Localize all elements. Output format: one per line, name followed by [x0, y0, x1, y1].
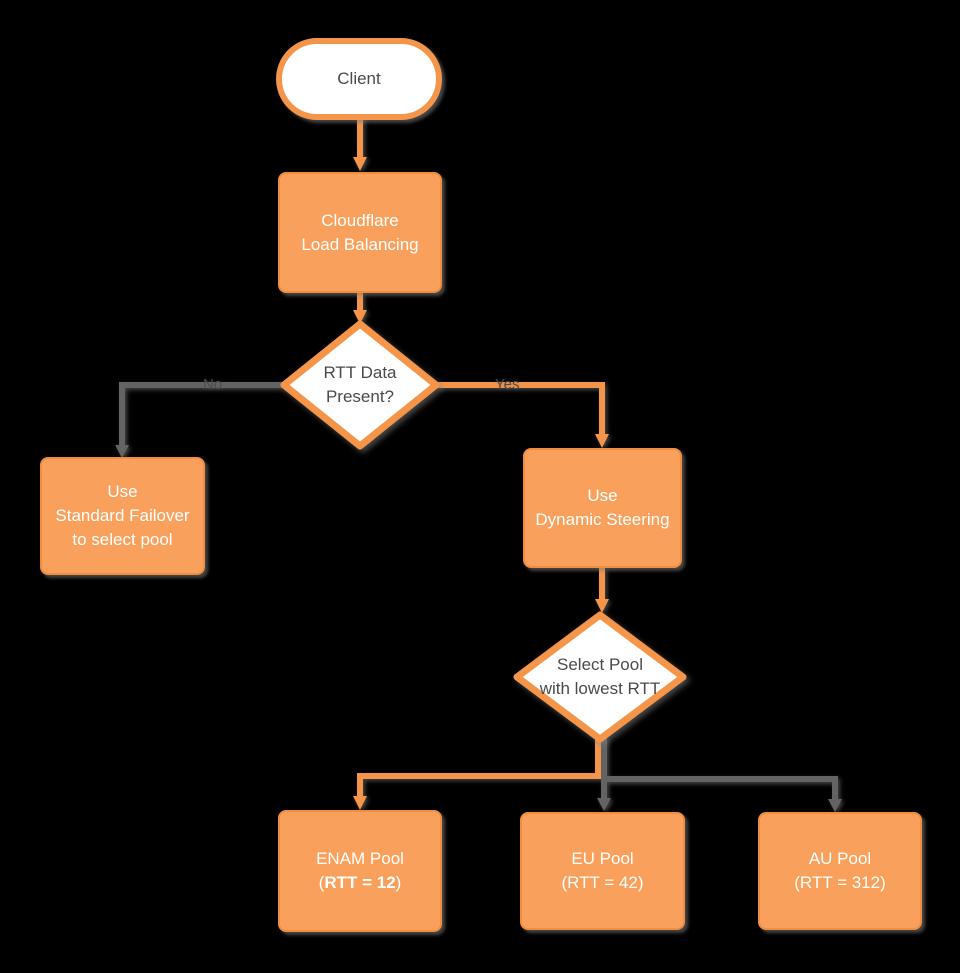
eu-pool-node: EU Pool (RTT = 42): [520, 812, 685, 930]
rtt-decision-line2: Present?: [325, 387, 395, 406]
arrowhead-client-lb: [353, 157, 367, 171]
rtt-decision-line1: RTT Data: [323, 363, 397, 382]
arrowhead-lb-rtt: [353, 310, 367, 324]
standard-failover-line3: to select pool: [72, 530, 173, 549]
select-pool-line2: with lowest RTT: [539, 679, 661, 698]
arrowhead-eu: [597, 798, 611, 811]
edge-label-no: No: [203, 376, 223, 393]
au-pool-line2: (RTT = 312): [794, 873, 886, 892]
enam-rtt-close: ): [395, 873, 402, 892]
enam-pool-line2: (RTT = 12): [319, 871, 402, 895]
standard-failover-line1: Use: [107, 482, 138, 501]
standard-failover-node: Use Standard Failover to select pool: [40, 457, 205, 575]
diamond-shape: [280, 320, 440, 450]
edge-yes-line: [436, 382, 605, 435]
diamond-shape: [513, 611, 687, 743]
eu-pool-line1: EU Pool: [571, 849, 634, 868]
edge-label-yes: Yes: [495, 376, 520, 393]
enam-rtt-open: (: [318, 873, 325, 892]
client-label: Client: [337, 69, 381, 88]
rtt-decision-node: RTT Data Present?: [280, 320, 440, 450]
enam-rtt-value: RTT = 12: [324, 873, 396, 892]
dynamic-steering-line1: Use: [587, 486, 618, 505]
arrowhead-yes: [595, 434, 609, 448]
arrowhead-steering-select: [595, 599, 609, 613]
au-pool-line1: AU Pool: [808, 849, 872, 868]
edge-au-line: [601, 737, 838, 800]
load-balancing-node: Cloudflare Load Balancing: [278, 172, 442, 293]
load-balancing-line2: Load Balancing: [301, 234, 419, 254]
client-node: Client: [276, 38, 442, 120]
edge-no-line: [119, 382, 284, 446]
dynamic-steering-line2: Dynamic Steering: [535, 510, 670, 529]
edge-enam-line: [357, 737, 601, 797]
load-balancing-line1: Cloudflare: [321, 210, 399, 230]
enam-pool-line1: ENAM Pool: [316, 849, 404, 868]
standard-failover-line2: Standard Failover: [55, 506, 190, 525]
select-pool-line1: Select Pool: [557, 655, 643, 674]
arrowhead-no: [115, 445, 129, 458]
au-pool-node: AU Pool (RTT = 312): [758, 812, 922, 930]
arrowhead-au: [828, 799, 842, 812]
dynamic-steering-node: Use Dynamic Steering: [523, 448, 682, 568]
arrowhead-enam: [353, 796, 367, 810]
select-pool-node: Select Pool with lowest RTT: [513, 611, 687, 743]
eu-pool-line2: (RTT = 42): [561, 873, 644, 892]
enam-pool-node: ENAM Pool (RTT = 12): [278, 810, 442, 932]
